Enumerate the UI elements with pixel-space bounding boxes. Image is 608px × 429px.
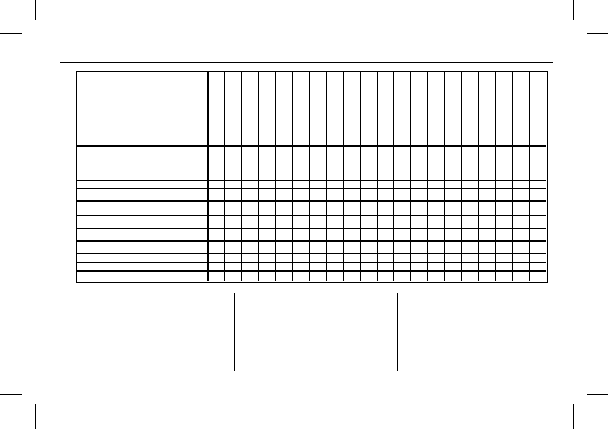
crop-mark-bottom-right-h: [587, 394, 608, 395]
table-row-divider: [77, 145, 546, 147]
table-row-divider: [77, 240, 546, 242]
crop-mark-top-right-h: [587, 33, 608, 34]
table-row-divider: [77, 262, 546, 263]
data-column-divider: [257, 72, 259, 281]
data-column-divider: [308, 72, 310, 281]
data-column-divider: [495, 72, 497, 281]
data-column-divider: [410, 72, 412, 281]
table-row-divider: [77, 215, 546, 216]
compatibility-table: [76, 71, 548, 283]
data-column-divider: [342, 72, 344, 281]
table-row-divider: [77, 180, 546, 181]
table-row-divider: [77, 200, 546, 202]
data-column-divider: [512, 72, 514, 281]
table-row-divider: [77, 270, 546, 272]
crop-mark-top-left: [35, 0, 36, 20]
data-column-divider: [376, 72, 378, 281]
data-column-divider: [223, 72, 225, 281]
data-column-divider: [393, 72, 395, 281]
data-column-divider: [291, 72, 293, 281]
crop-mark-top-right: [573, 0, 574, 20]
label-column-divider: [207, 72, 209, 281]
crop-mark-top-left-h: [0, 33, 22, 34]
crop-mark-bottom-left: [35, 404, 36, 429]
data-column-divider: [444, 72, 446, 281]
data-column-divider: [240, 72, 242, 281]
table-row-divider: [77, 188, 546, 189]
column-guide-right: [397, 293, 398, 371]
data-column-divider: [325, 72, 327, 281]
data-column-divider: [274, 72, 276, 281]
crop-mark-bottom-right: [573, 404, 574, 429]
data-column-divider: [478, 72, 480, 281]
table-row-divider: [77, 253, 546, 254]
data-column-divider: [427, 72, 429, 281]
table-row-divider: [77, 228, 546, 229]
header-rule: [60, 62, 553, 63]
data-column-divider: [461, 72, 463, 281]
crop-mark-bottom-left-h: [0, 394, 22, 395]
data-column-divider: [529, 72, 531, 281]
data-column-divider: [359, 72, 361, 281]
column-guide-left: [234, 293, 235, 371]
